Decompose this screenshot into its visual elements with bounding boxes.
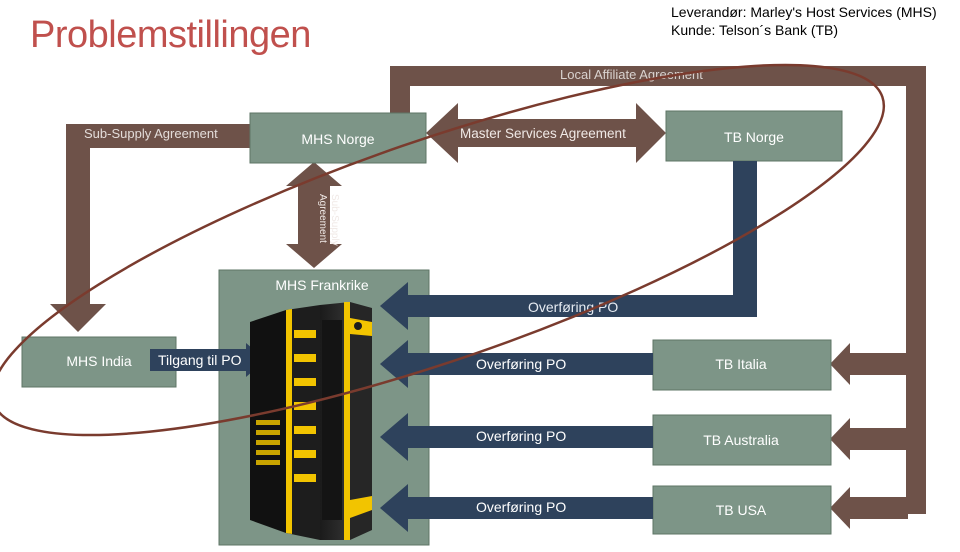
node-tb-usa <box>652 485 832 535</box>
node-mhs-norge <box>249 112 427 164</box>
po-top-label: Overføring PO <box>528 299 618 315</box>
po-italia-label: Overføring PO <box>476 356 566 372</box>
node-tb-italia <box>652 339 832 391</box>
sub-supply-left-connector <box>50 124 250 332</box>
node-tb-norge-label: TB Norge <box>724 129 784 145</box>
master-services-label: Master Services Agreement <box>460 126 626 141</box>
node-mhs-india-label: MHS India <box>66 353 132 369</box>
node-tb-usa-label: TB USA <box>716 502 767 518</box>
customer-line: Kunde: Telson´s Bank (TB) <box>671 22 838 38</box>
local-affiliate-connector <box>390 66 926 529</box>
local-affiliate-label: Local Affiliate Agreement <box>560 67 703 82</box>
server-rack-image <box>250 302 372 540</box>
po-australia-label: Overføring PO <box>476 428 566 444</box>
master-services-arrow <box>426 103 666 163</box>
node-tb-australia-label: TB Australia <box>703 432 779 448</box>
sub-supply-left-label: Sub-Supply Agreement <box>84 126 218 141</box>
sub-supply-vertical-arrow <box>286 162 342 268</box>
node-tb-italia-label: TB Italia <box>715 356 767 372</box>
sub-supply-vertical-label-2: Agreement <box>317 194 328 243</box>
po-italia-arrow <box>380 340 653 388</box>
node-tb-australia <box>652 414 832 466</box>
sub-supply-vertical-label-1: Sub-Supply <box>329 194 340 246</box>
node-mhs-frankrike-label: MHS Frankrike <box>275 277 369 293</box>
po-australia-arrow <box>380 413 653 461</box>
po-usa-arrow <box>380 484 653 532</box>
page-title: Problemstillingen <box>30 14 311 56</box>
supplier-line: Leverandør: Marley's Host Services (MHS) <box>671 4 937 20</box>
highlight-ellipse <box>0 63 886 437</box>
po-usa-label: Overføring PO <box>476 499 566 515</box>
node-mhs-norge-label: MHS Norge <box>301 131 374 147</box>
access-po-label: Tilgang til PO <box>158 352 242 368</box>
node-tb-norge <box>665 110 843 162</box>
